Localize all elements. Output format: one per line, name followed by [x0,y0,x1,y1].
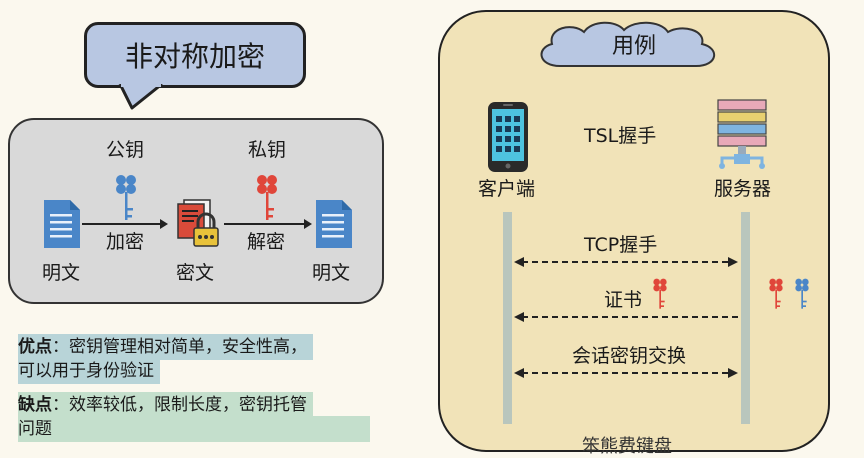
plaintext-document-icon [316,200,352,248]
cons-text: 效率较低，限制长度，密钥托管 [69,395,307,415]
server-icon [717,99,767,169]
decrypt-arrow [224,219,312,229]
encrypt-arrow [82,219,168,229]
use-case-panel [438,10,830,452]
server-private-key-icon [769,278,783,309]
title-bubble: 非对称加密 [84,22,306,88]
session-key-arrow [514,368,738,378]
page-title: 非对称加密 [124,40,265,73]
cons-text-2: 问题 [18,419,52,439]
private-key-label: 私钥 [248,139,287,161]
pros-text: 密钥管理相对简单，安全性高， [69,337,307,357]
decrypt-label: 解密 [247,231,286,253]
private-key-icon [257,175,277,220]
plaintext-left-label: 明文 [42,262,81,284]
plaintext-document-icon [44,200,80,248]
session-key-label: 会话密钥交换 [572,345,687,367]
certificate-arrow [514,312,738,322]
pros-title: 优点 [18,337,52,357]
client-lifeline [503,212,512,424]
tcp-label: TCP握手 [584,234,658,256]
cloud-label: 用例 [612,34,657,59]
encrypt-label: 加密 [106,231,145,253]
pros-line-2: 可以用于身份验证 [18,358,160,384]
pros-text-2: 可以用于身份验证 [18,361,154,381]
pros-line-1: 优点：密钥管理相对简单，安全性高， [18,334,313,360]
certificate-label: 证书 [604,289,643,311]
plaintext-right-label: 明文 [312,262,351,284]
server-public-key-icon [795,278,809,309]
private-key-icon-small [653,278,667,309]
handshake-title: TSL握手 [584,125,657,147]
public-key-icon [116,175,136,220]
public-key-label: 公钥 [106,139,145,161]
cons-line-2: 问题 [18,416,370,442]
tcp-arrow [514,257,738,267]
client-label: 客户端 [478,178,536,200]
phone-icon [488,102,528,172]
encrypted-document-icon [177,199,219,247]
server-lifeline [741,212,750,424]
cons-title: 缺点 [18,395,52,415]
server-label: 服务器 [714,178,772,200]
bubble-tail [118,84,163,110]
ciphertext-label: 密文 [176,262,215,284]
cloud-shape [540,21,715,67]
watermark-text: 笨熊费键盘 [582,436,672,457]
cons-line-1: 缺点：效率较低，限制长度，密钥托管 [18,392,313,418]
